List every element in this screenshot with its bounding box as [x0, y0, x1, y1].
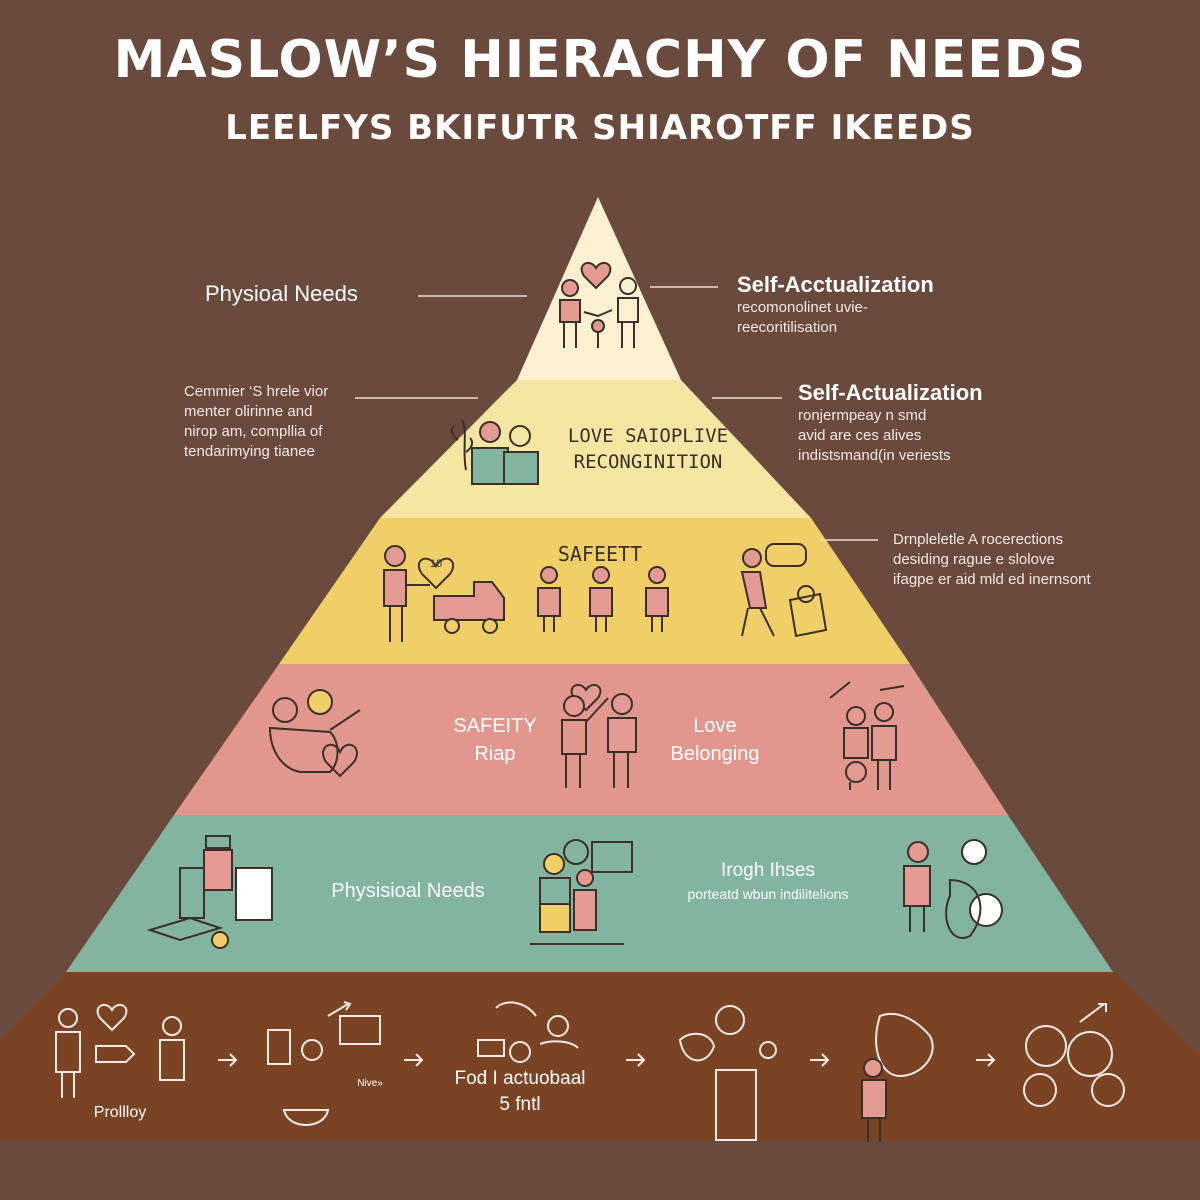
note-line: nirop am, compllia of	[184, 423, 323, 440]
note-line: menter olirinne and	[184, 403, 313, 420]
base-arrow-note: Nive»	[357, 1078, 383, 1089]
tier-4-right-label: Love Belonging	[650, 712, 780, 768]
base-center-label: Fod I actuobaal 5 fntl	[430, 1066, 610, 1118]
left-middle-note: Cemmier ‘S hrele vior menter olirinne an…	[184, 382, 354, 462]
right-third-note: Drnpleletle A rocerections desiding ragu…	[893, 530, 1163, 590]
tier-4-right-line-1: Love	[693, 715, 737, 737]
tier-4-love-belonging	[174, 664, 1008, 815]
person-gears-icon	[903, 839, 1003, 939]
left-top-label: Physioal Needs	[205, 281, 358, 306]
person-truck-icon	[383, 545, 505, 642]
note-heading: Self-Acctualization	[737, 272, 934, 297]
person-gift-icon	[740, 543, 828, 638]
jars-icon	[146, 835, 273, 949]
note-line: Drnpleletle A rocerections	[893, 531, 1064, 548]
tier-4-left-line-1: SAFEITY	[453, 715, 537, 737]
right-second-note: Self-Actualization ronjermpeay n smd avi…	[798, 380, 1058, 466]
tier-6-base	[0, 972, 1200, 1140]
base-center-line-1: Fod I actuobaal	[454, 1068, 586, 1089]
tier-5-left-label: Physisioal Needs	[331, 880, 485, 902]
base-left-label: Prollloy	[93, 1104, 147, 1121]
note-line: tendarimying tianee	[184, 443, 315, 460]
embracing-couple-icon	[561, 683, 637, 788]
note-line: ifagpe er aid mld ed inernsont	[893, 571, 1091, 588]
page-subtitle: LEELFYS BKIFUTR SHIAROTFF IKEEDS	[225, 108, 975, 148]
base-center-line-2: 5 fntl	[499, 1094, 541, 1115]
tier-2-line-2: RECONGINITION	[573, 451, 723, 473]
tier-2-label: LOVE SAIOPLIVE RECONGINITION	[558, 423, 738, 475]
note-line: avid are ces alives	[798, 427, 922, 444]
page-title: MASLOW’S HIERACHY OF NEEDS	[113, 30, 1087, 90]
tier-4-left-line-2: Riap	[474, 743, 516, 765]
tier-2-line-1: LOVE SAIOPLIVE	[567, 425, 729, 447]
tier-5-right-heading: Irogh Ihses	[721, 860, 815, 881]
note-line: reecoritilisation	[737, 319, 838, 336]
tier-4-left-label: SAFEITY Riap	[440, 712, 550, 768]
tier-5-right-body: porteatd wbun indilitelions	[687, 886, 849, 902]
friends-icon	[450, 419, 539, 485]
base-person-icon	[861, 1058, 887, 1142]
right-top-note: Self-Acctualization recomonolinet uvie- …	[737, 272, 997, 338]
note-line: recomonolinet uvie-	[737, 299, 868, 316]
note-line: indistsmand(in veriests	[798, 447, 951, 464]
tier-4-right-line-2: Belonging	[670, 743, 760, 765]
note-line: desiding rague e slolove	[893, 551, 1055, 568]
heart-balloon-number: 10	[429, 558, 443, 570]
note-line: ronjermpeay n smd	[798, 407, 927, 424]
parent-child-icon	[268, 689, 361, 778]
three-children-icon	[537, 566, 669, 632]
couple-heart-icon	[559, 261, 639, 348]
team-board-icon	[530, 839, 633, 945]
note-line: Cemmier ‘S hrele vior	[184, 383, 329, 400]
tier-1-self-actualization	[517, 197, 681, 380]
couple-right-icon	[829, 681, 905, 790]
note-heading: Self-Actualization	[798, 380, 983, 405]
base-flow-icons	[55, 1001, 1125, 1141]
tier-3-label: SAFEETT	[557, 542, 643, 566]
